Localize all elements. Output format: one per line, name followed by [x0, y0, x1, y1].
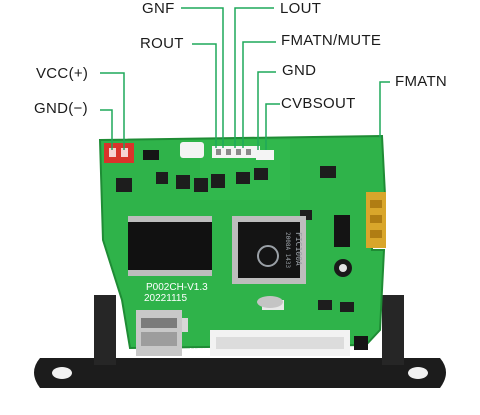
front-panel — [34, 295, 446, 388]
label-gnd-left: GND(−) — [34, 100, 88, 117]
leader-gnd-right — [257, 71, 276, 150]
board-model: P002CH-V1.3 — [146, 282, 208, 293]
aux-label: AUX. — [188, 347, 207, 356]
label-lout: LOUT — [280, 0, 322, 17]
board-date: 20221115 — [144, 293, 187, 304]
crystal — [257, 296, 283, 308]
leader-gnf — [181, 7, 224, 148]
label-fmatn: FMATN — [395, 73, 448, 90]
label-rout: ROUT — [140, 35, 184, 52]
leader-lout — [234, 7, 274, 148]
label-gnf: GNF — [142, 0, 175, 17]
leader-fmatn-mute — [242, 41, 276, 148]
leader-lines — [100, 7, 390, 150]
leader-gnd-left — [100, 109, 113, 150]
label-fmatn-mute: FMATN/MUTE — [281, 32, 382, 49]
output-header — [180, 142, 274, 160]
label-vcc: VCC(+) — [36, 65, 89, 82]
sop-chip — [128, 216, 212, 276]
main-chip-label: FIC100A — [294, 232, 303, 266]
edge-connector — [210, 330, 368, 356]
regulator — [334, 215, 352, 277]
leader-cvbsout — [265, 103, 280, 150]
leader-vcc — [100, 72, 125, 150]
leader-rout — [192, 43, 217, 148]
label-cvbsout: CVBSOUT — [281, 95, 356, 112]
antenna-module — [366, 192, 386, 248]
main-chip-code: 2008A 1433 — [284, 232, 291, 269]
leader-fmatn — [379, 81, 390, 138]
components — [116, 166, 354, 312]
label-gnd-right: GND — [282, 62, 317, 79]
main-chip: FIC100A 2008A 1433 — [232, 216, 306, 284]
usb-port — [136, 310, 188, 356]
